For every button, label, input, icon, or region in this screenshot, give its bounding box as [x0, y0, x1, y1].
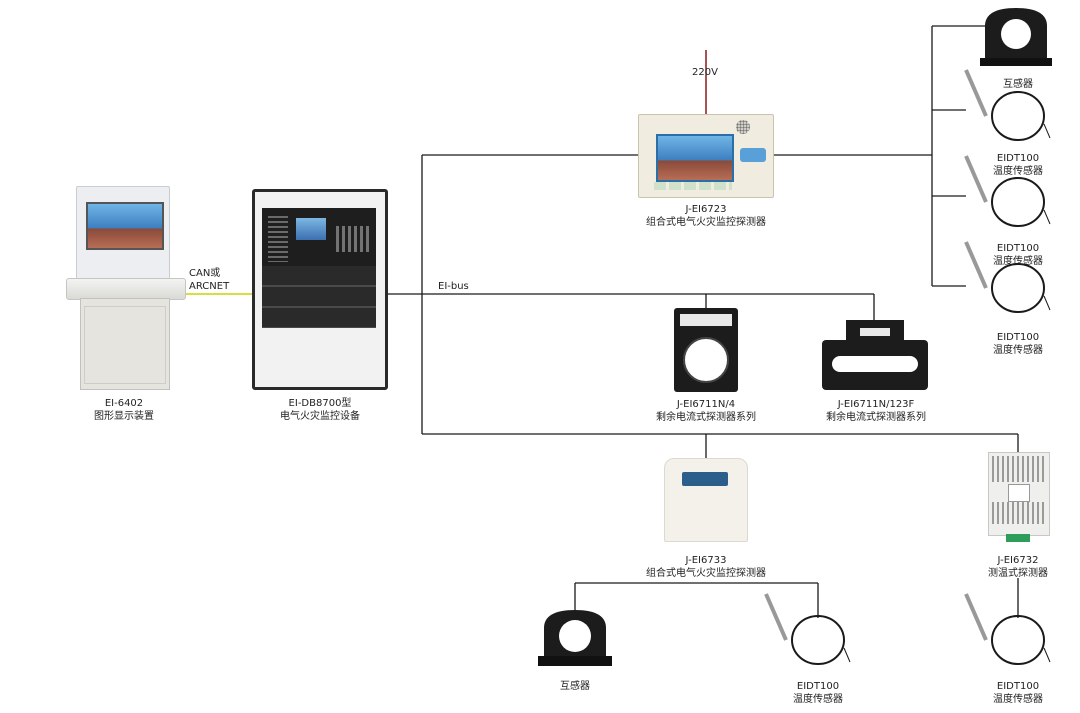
display-unit-door [84, 306, 166, 384]
ei6723-label: J-EI6723 组合式电气火灾监控探测器 [646, 204, 766, 228]
can-label: CAN或 ARCNET [189, 268, 230, 292]
temp-sensor-bottom-right-label: EIDT100 温度传感器 [993, 681, 1043, 705]
ct-top-label: 互感器 [1003, 79, 1033, 90]
ei6732-terminal [1006, 534, 1030, 542]
temperature-probe-icon [964, 241, 1051, 313]
ei6732-vent-top [992, 456, 1044, 482]
ei6732-vent-bottom [992, 502, 1044, 524]
ei6711n4-label: J-EI6711N/4 剩余电流式探测器系列 [656, 399, 756, 423]
ct-bottom-label: 互感器 [560, 681, 590, 692]
ei6723-screen [656, 134, 734, 182]
cabinet-indicator-leds [268, 216, 288, 262]
ei6723-indicator-strip [654, 182, 732, 190]
power-label: 220V [692, 67, 718, 78]
ct-ring-icon [980, 8, 1052, 66]
temperature-probe-icon [764, 593, 851, 665]
ei6711n123f-label: J-EI6711N/123F 剩余电流式探测器系列 [826, 399, 926, 423]
eibus-label: EI-bus [438, 281, 469, 292]
temp-sensor-bottom-mid-label: EIDT100 温度传感器 [793, 681, 843, 705]
display-unit-screen [86, 202, 164, 250]
temperature-probe-icon [964, 155, 1051, 227]
ei6723-logo [740, 148, 766, 162]
ei6733-label: J-EI6733 组合式电气火灾监控探测器 [646, 555, 766, 579]
display-unit-keyboard-shelf [66, 278, 186, 300]
temp-sensor-3-label: EIDT100 温度传感器 [993, 332, 1043, 356]
ei6733-device [664, 458, 748, 542]
temperature-probe-icon [964, 593, 1051, 665]
display-unit-cabinet [80, 298, 170, 390]
cabinet-module-slots [262, 266, 376, 328]
ei6732-label: J-EI6732 测温式探测器 [988, 555, 1048, 579]
ei6733-sensor-wires [574, 578, 1019, 618]
residual-current-ring-icon [674, 308, 738, 392]
residual-current-rect-icon [822, 320, 928, 390]
cabinet-screen [296, 218, 326, 240]
cabinet-keypad [336, 226, 370, 252]
temperature-probe-icon [964, 69, 1051, 141]
ei6723-speaker-icon [736, 120, 750, 134]
ei6723-sensor-wires [772, 25, 986, 287]
temp-sensor-2-label: EIDT100 温度传感器 [993, 243, 1043, 267]
cabinet-label: EI-DB8700型 电气火灾监控设备 [280, 398, 360, 422]
eibus-wires [388, 154, 1019, 458]
display-unit-label: EI-6402 图形显示装置 [94, 398, 154, 422]
ct-ring-icon [538, 610, 612, 666]
temp-sensor-1-label: EIDT100 温度传感器 [993, 153, 1043, 177]
ei6732-nameplate [1008, 484, 1030, 502]
ei6733-label-plate [682, 472, 728, 486]
